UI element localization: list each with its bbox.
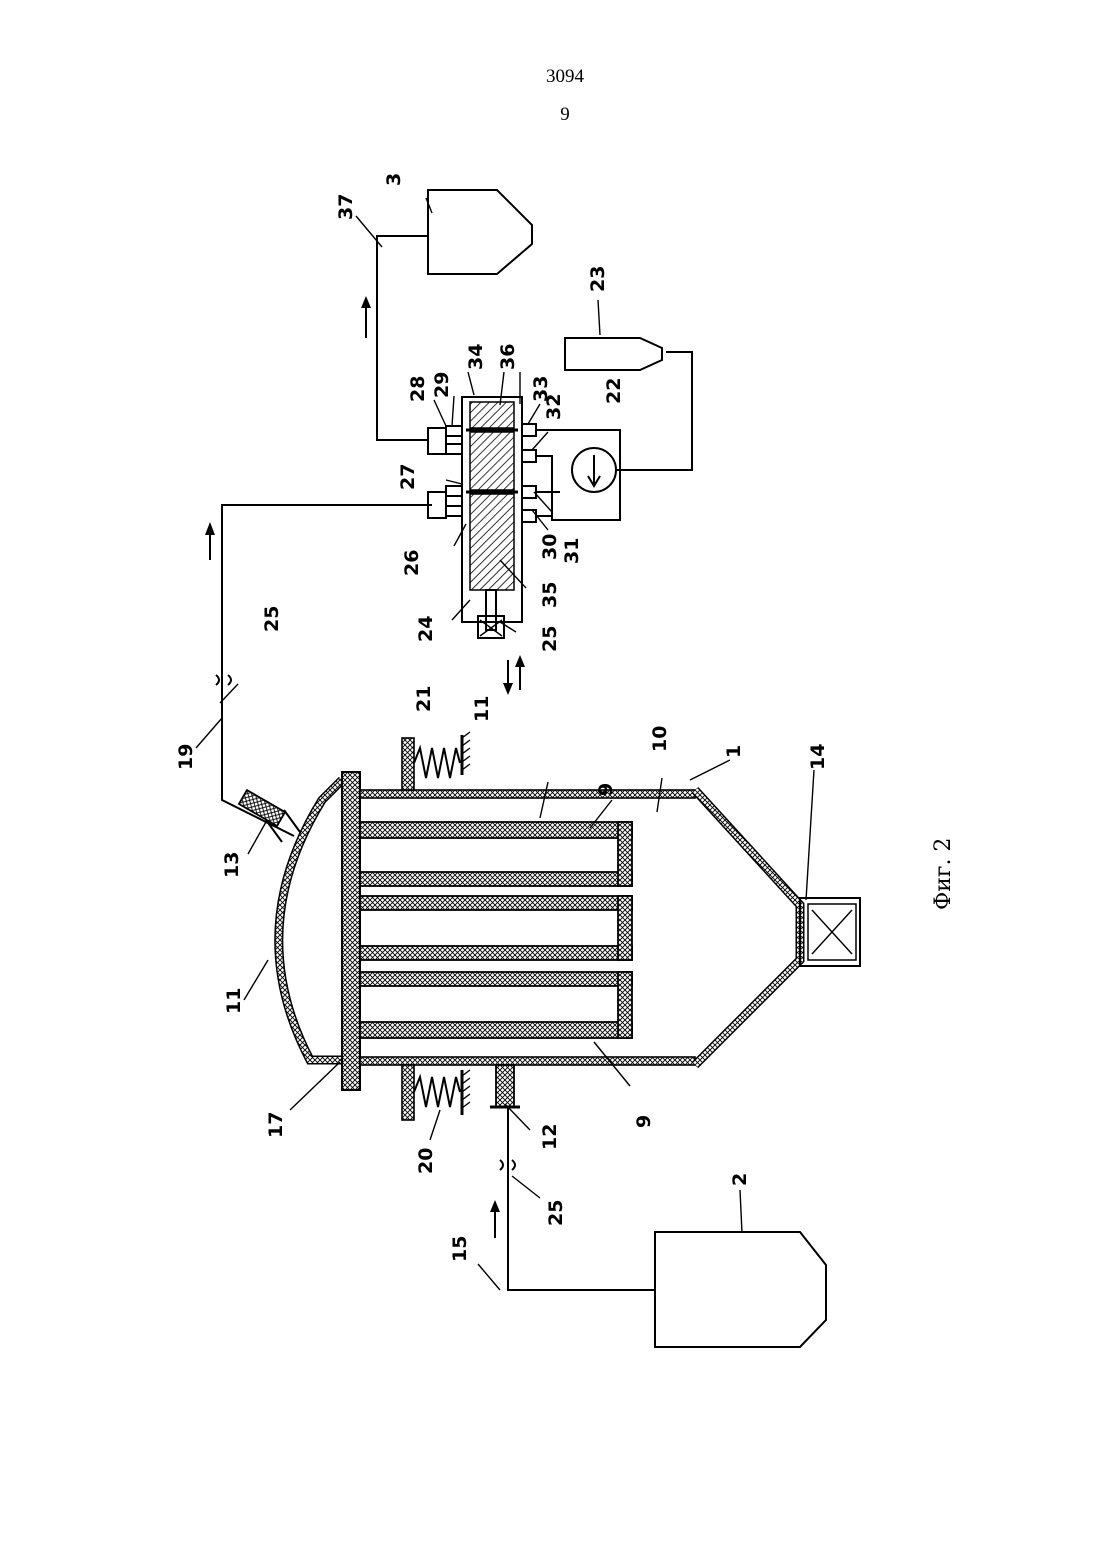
exhaust-line bbox=[377, 236, 428, 440]
label-32: 32 bbox=[543, 394, 565, 420]
label-13: 13 bbox=[221, 852, 243, 878]
label-29: 29 bbox=[431, 372, 453, 398]
label-31: 31 bbox=[561, 538, 583, 564]
label-14: 14 bbox=[807, 744, 829, 770]
label-30: 30 bbox=[539, 534, 561, 560]
discharge-outlet bbox=[800, 898, 860, 966]
label-15: 15 bbox=[449, 1236, 471, 1262]
filter-sleeves bbox=[360, 822, 632, 1038]
supply-tank bbox=[655, 1232, 826, 1347]
label-28: 28 bbox=[407, 376, 429, 402]
flange bbox=[342, 772, 360, 1090]
label-25-line19: 25 bbox=[261, 606, 283, 632]
label-1: 1 bbox=[723, 745, 745, 758]
label-11-lower: 11 bbox=[223, 988, 245, 1014]
label-11-upper: 11 bbox=[471, 696, 493, 722]
label-21: 21 bbox=[413, 686, 435, 712]
feed-line bbox=[508, 1107, 655, 1290]
label-20: 20 bbox=[415, 1148, 437, 1174]
figure-caption: Фиг. 2 bbox=[931, 838, 956, 910]
label-37: 37 bbox=[335, 194, 357, 220]
reference-labels: 3 37 23 34 36 28 29 33 32 22 27 26 30 31… bbox=[175, 173, 956, 1262]
label-35: 35 bbox=[539, 582, 561, 608]
label-22: 22 bbox=[603, 378, 625, 404]
label-24: 24 bbox=[415, 616, 437, 642]
label-12: 12 bbox=[539, 1124, 561, 1150]
label-9-upper: 9 bbox=[595, 783, 617, 796]
label-23: 23 bbox=[587, 266, 609, 292]
receiver-tank bbox=[428, 190, 532, 274]
label-34: 34 bbox=[465, 344, 487, 370]
label-27: 27 bbox=[397, 464, 419, 490]
label-9-lower: 9 bbox=[633, 1115, 655, 1128]
label-25-line15: 25 bbox=[545, 1200, 567, 1226]
gas-cylinder bbox=[565, 338, 662, 370]
label-19: 19 bbox=[175, 744, 197, 770]
label-36: 36 bbox=[497, 344, 519, 370]
label-2: 2 bbox=[729, 1173, 751, 1186]
label-25-valve: 25 bbox=[539, 626, 561, 652]
label-17: 17 bbox=[265, 1112, 287, 1138]
label-10: 10 bbox=[649, 726, 671, 752]
label-3: 3 bbox=[383, 173, 405, 186]
control-valve-unit bbox=[428, 397, 536, 695]
label-26: 26 bbox=[401, 550, 423, 576]
filter-vessel bbox=[239, 732, 860, 1120]
